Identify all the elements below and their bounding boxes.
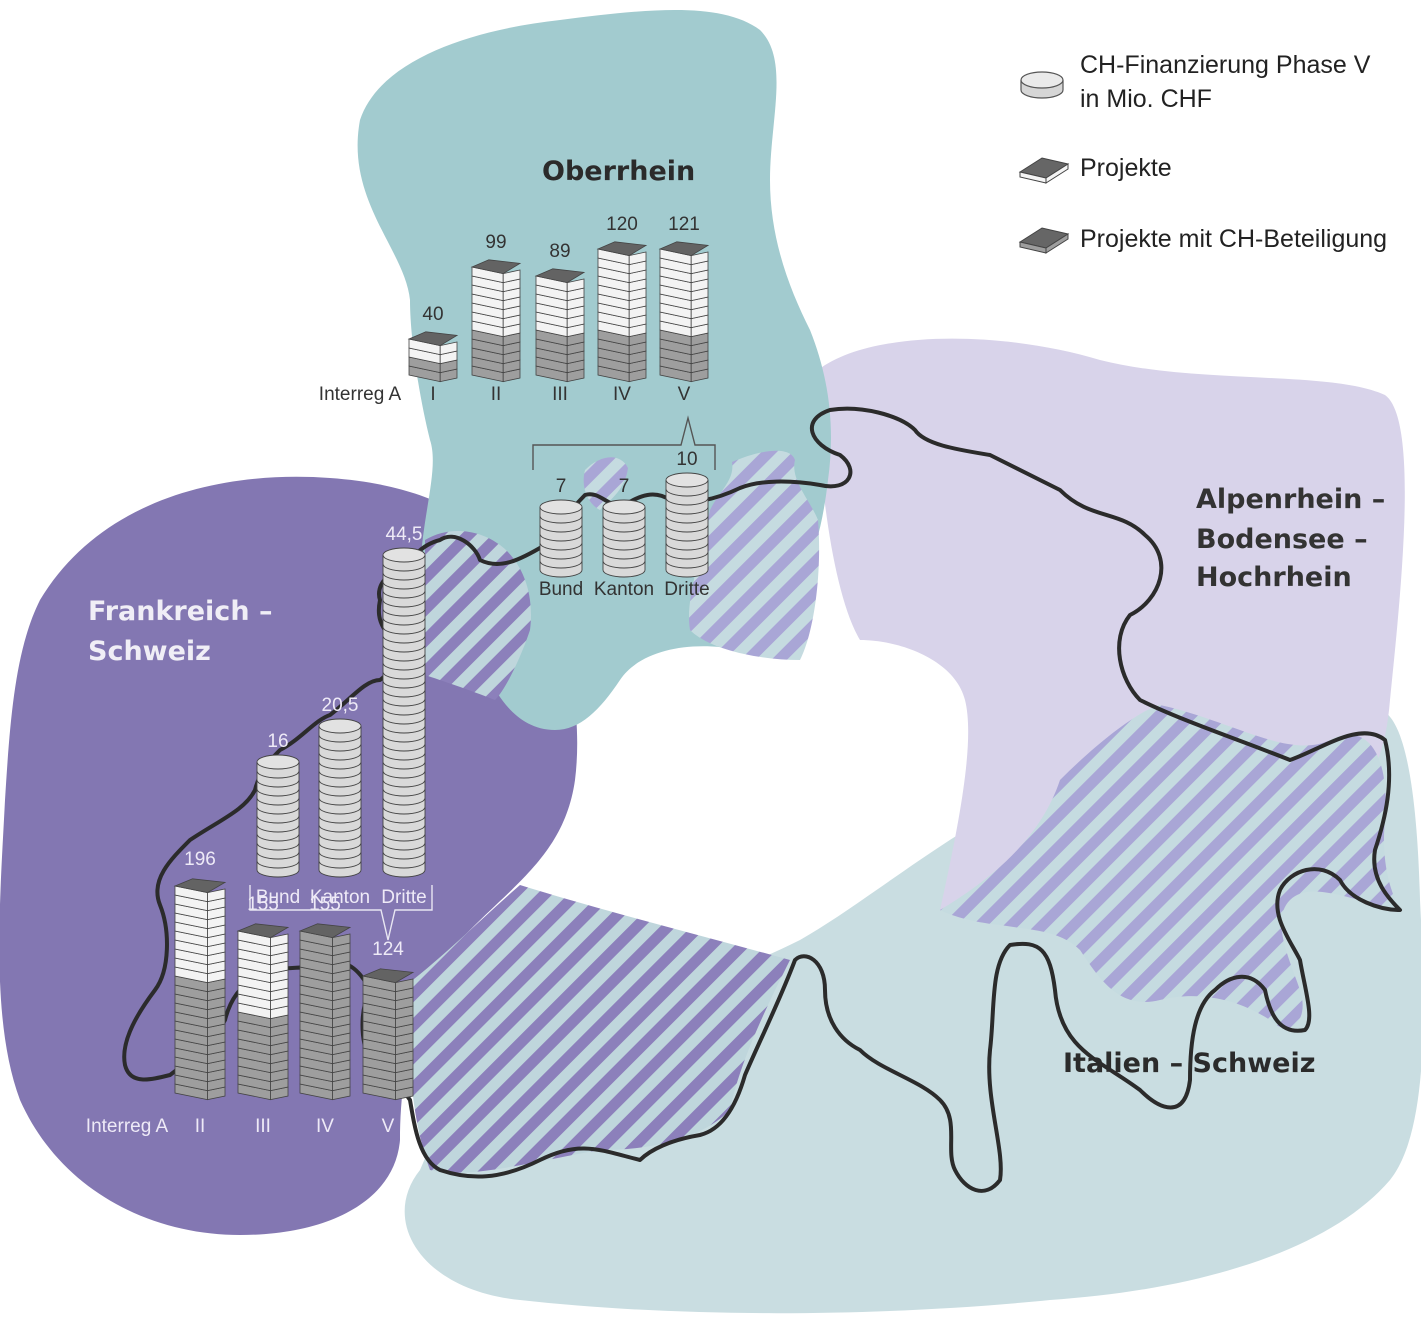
category-label: I: [430, 384, 435, 405]
value-label: 155: [309, 894, 341, 915]
book-stack: [658, 241, 710, 383]
region-label-alpenrhein-3: Hochrhein: [1196, 562, 1352, 593]
stack-top: [658, 241, 710, 257]
value-label: 16: [267, 731, 288, 752]
stack-top: [534, 268, 586, 284]
value-label: 10: [676, 449, 697, 470]
category-label: Bund: [539, 579, 583, 600]
category-label: Dritte: [381, 887, 426, 908]
book-stack: [470, 259, 522, 383]
category-label: V: [678, 384, 691, 405]
category-label: Kanton: [594, 579, 654, 600]
overlap-frankreich-italien: [400, 885, 790, 1173]
value-label: 40: [422, 304, 443, 325]
stack-top: [236, 923, 290, 939]
region-label-italien-schweiz: Italien – Schweiz: [1063, 1048, 1315, 1079]
book-stack: [534, 268, 586, 383]
value-label: 155: [247, 894, 279, 915]
book-white-icon: [1018, 157, 1070, 184]
value-label: 7: [619, 476, 630, 497]
category-label: V: [382, 1116, 395, 1137]
value-label: 44,5: [386, 524, 423, 545]
legend: CH-Finanzierung Phase V in Mio. CHF Proj…: [1018, 51, 1387, 254]
category-label: Dritte: [664, 579, 709, 600]
book-gray-icon: [1018, 227, 1070, 254]
book-stack: [173, 878, 227, 1101]
stack-top: [596, 241, 648, 257]
book-stack: [407, 331, 459, 383]
stack-top: [298, 923, 352, 939]
bracket-frankreich: [249, 885, 433, 941]
overlap-alpenrhein-italien: [940, 705, 1400, 1029]
book-stack: [596, 241, 648, 383]
legend-label-finanzierung-1: CH-Finanzierung Phase V: [1080, 51, 1371, 79]
category-label: III: [255, 1116, 271, 1137]
book-stack: [298, 923, 352, 1101]
value-label: 89: [549, 241, 570, 262]
coin-stack: [256, 754, 300, 878]
bracket-oberrhein: [532, 415, 716, 470]
category-label: III: [552, 384, 568, 405]
coin-icon: [1020, 71, 1064, 99]
region-label-oberrhein: Oberrhein: [542, 156, 695, 187]
book-stack: [236, 923, 290, 1101]
stack-top: [173, 878, 227, 894]
region-label-alpenrhein-2: Bodensee –: [1196, 524, 1368, 555]
overlap-frankreich-oberrhein: [425, 530, 531, 700]
region-label-frankreich-schweiz-1: Frankreich –: [88, 596, 272, 627]
book-stack: [361, 968, 415, 1101]
value-label: 20,5: [322, 695, 359, 716]
legend-label-finanzierung-2: in Mio. CHF: [1080, 85, 1212, 113]
axis-label: Interreg A: [86, 1116, 169, 1137]
legend-label-projekte-ch: Projekte mit CH-Beteiligung: [1080, 225, 1387, 253]
overlap-oberrhein-alpenrhein: [689, 450, 820, 660]
coin-stack: [665, 472, 709, 578]
value-label: 99: [485, 232, 506, 253]
stack-top: [407, 331, 459, 347]
stack-top: [361, 968, 415, 984]
value-label: 124: [372, 939, 404, 960]
coin-stack: [539, 499, 583, 578]
category-label: Kanton: [310, 887, 370, 908]
category-label: II: [195, 1116, 206, 1137]
value-label: 196: [184, 849, 216, 870]
category-label: IV: [613, 384, 631, 405]
legend-label-projekte: Projekte: [1080, 154, 1172, 182]
axis-label: Interreg A: [319, 384, 402, 405]
region-label-frankreich-schweiz-2: Schweiz: [88, 636, 211, 667]
coin-stack: [602, 499, 646, 578]
coin-stack: [382, 547, 426, 878]
value-label: 120: [606, 214, 638, 235]
coin-stack: [318, 718, 362, 878]
value-label: 121: [668, 214, 700, 235]
category-label: Bund: [256, 887, 300, 908]
category-label: IV: [316, 1116, 334, 1137]
region-label-alpenrhein-1: Alpenrhein –: [1196, 484, 1385, 515]
category-label: II: [491, 384, 502, 405]
value-label: 7: [556, 476, 567, 497]
stack-top: [470, 259, 522, 275]
